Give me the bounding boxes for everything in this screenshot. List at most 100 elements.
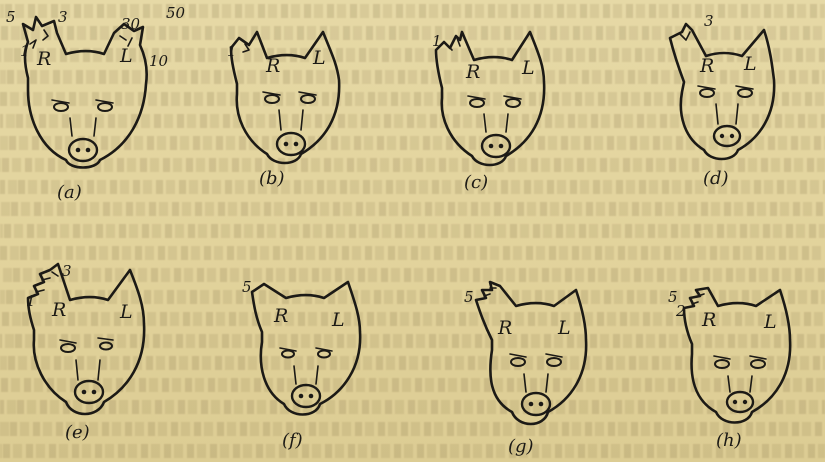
ear-label-right: R bbox=[51, 299, 66, 321]
ear-label-left: L bbox=[521, 57, 535, 79]
snout bbox=[727, 392, 753, 412]
right-eye bbox=[301, 95, 315, 103]
snout bbox=[277, 133, 305, 155]
nostril bbox=[76, 148, 81, 153]
snout bbox=[292, 385, 320, 407]
notch-label: 1 bbox=[227, 42, 237, 60]
snout-lines bbox=[76, 360, 100, 380]
nostril bbox=[730, 134, 734, 138]
panel-caption: (e) bbox=[65, 422, 90, 443]
ear-label-right: R bbox=[699, 55, 714, 77]
right-eye bbox=[98, 103, 112, 111]
snout-lines bbox=[279, 110, 303, 130]
ear-label-left: L bbox=[119, 45, 133, 67]
notch-label: 3 bbox=[58, 8, 68, 26]
notch-label: 1 bbox=[26, 292, 36, 310]
snout-lines bbox=[728, 376, 752, 392]
panel-b: 1 R L (b) bbox=[227, 32, 339, 189]
right-eye bbox=[751, 360, 765, 368]
ear-label-left: L bbox=[763, 311, 777, 333]
left-eye bbox=[470, 99, 484, 107]
ear-label-right: R bbox=[497, 317, 512, 339]
snout-lines bbox=[70, 118, 96, 136]
notch-label: 1 bbox=[432, 32, 442, 50]
notch-label: 2 bbox=[675, 302, 686, 320]
pig-head-outline bbox=[670, 24, 774, 159]
nostril bbox=[294, 142, 299, 147]
nostril bbox=[529, 402, 534, 407]
snout bbox=[714, 126, 740, 146]
panel-h: 5 2 R L (h) bbox=[668, 288, 790, 451]
snout bbox=[482, 135, 510, 157]
left-eye bbox=[265, 95, 279, 103]
panel-e: 1 3 R L (e) bbox=[26, 262, 144, 443]
notch-label: 1 bbox=[20, 42, 30, 60]
pig-head-outline bbox=[23, 17, 147, 168]
panel-f: 5 R L (f) bbox=[242, 278, 360, 451]
nostril bbox=[284, 142, 289, 147]
nostril bbox=[539, 402, 544, 407]
nostril bbox=[82, 390, 87, 395]
nostril bbox=[309, 394, 314, 399]
right-eye bbox=[318, 351, 330, 358]
panel-c: 1 R L (c) bbox=[432, 32, 544, 193]
ear-label-left: L bbox=[312, 47, 326, 69]
panel-caption: (g) bbox=[508, 436, 534, 457]
ear-label-left: L bbox=[557, 317, 571, 339]
notch-label: 30 bbox=[121, 15, 141, 33]
brows bbox=[510, 354, 562, 357]
ear-label-left: L bbox=[743, 53, 757, 75]
notch-marks bbox=[692, 294, 704, 304]
ear-label-left: L bbox=[331, 309, 345, 331]
panel-caption: (f) bbox=[282, 430, 303, 451]
panel-a: 5 3 1 30 50 10 R L (a) bbox=[6, 4, 186, 203]
notch-label: 3 bbox=[62, 262, 72, 280]
ear-label-right: R bbox=[273, 305, 288, 327]
panel-caption: (c) bbox=[464, 172, 488, 193]
left-eye bbox=[511, 358, 525, 366]
ear-label-right: R bbox=[36, 48, 51, 70]
notch-label: 50 bbox=[166, 4, 186, 22]
right-eye bbox=[506, 99, 520, 107]
ear-label-left: L bbox=[119, 301, 133, 323]
left-eye bbox=[54, 103, 68, 111]
snout bbox=[522, 393, 550, 415]
panel-caption: (h) bbox=[716, 430, 742, 451]
pig-head-outline bbox=[252, 282, 360, 415]
nostril bbox=[499, 144, 504, 149]
right-eye bbox=[738, 89, 752, 97]
nostril bbox=[299, 394, 304, 399]
nostril bbox=[743, 400, 747, 404]
notch-label: 3 bbox=[704, 12, 714, 30]
nostril bbox=[92, 390, 97, 395]
notch-marks bbox=[30, 30, 132, 48]
left-eye bbox=[715, 360, 729, 368]
notch-label: 5 bbox=[242, 278, 252, 296]
nostril bbox=[733, 400, 737, 404]
snout-lines bbox=[484, 114, 508, 132]
ear-label-right: R bbox=[701, 309, 716, 331]
snout-lines bbox=[716, 104, 738, 124]
notch-label: 10 bbox=[149, 52, 169, 70]
panel-caption: (a) bbox=[57, 182, 82, 203]
panel-g: 5 R L (g) bbox=[464, 282, 586, 457]
panel-caption: (d) bbox=[703, 168, 729, 189]
snout bbox=[69, 139, 97, 161]
ear-label-right: R bbox=[265, 55, 280, 77]
notch-label: 5 bbox=[464, 288, 474, 306]
notch-label: 5 bbox=[6, 8, 16, 26]
brows bbox=[714, 356, 766, 359]
panel-caption: (b) bbox=[259, 168, 285, 189]
right-eye bbox=[547, 358, 561, 366]
nostril bbox=[720, 134, 724, 138]
snout-lines bbox=[294, 366, 318, 384]
snout bbox=[75, 381, 103, 403]
left-eye bbox=[700, 89, 714, 97]
left-eye bbox=[61, 344, 75, 352]
panel-d: 3 R L (d) bbox=[670, 12, 774, 189]
nostril bbox=[86, 148, 91, 153]
right-eye bbox=[100, 343, 112, 350]
left-eye bbox=[282, 351, 294, 358]
